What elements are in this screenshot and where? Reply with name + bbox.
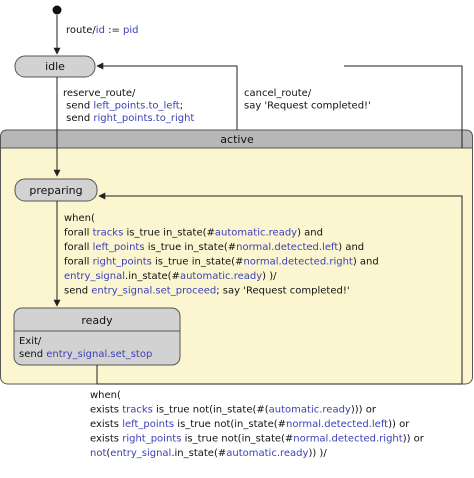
identifier-run: automatic.ready [226, 448, 308, 459]
keyword-run: )) )/ [308, 448, 327, 459]
keyword-run: ) and [338, 242, 364, 253]
keyword-run: )) or [403, 434, 425, 445]
preparing-state-name: preparing [29, 184, 82, 197]
keyword-run: send [19, 349, 46, 360]
identifier-run: entry_signal.set_proceed [91, 286, 216, 297]
keyword-run: .in_state(# [125, 271, 180, 282]
cancel-route-transition-label: cancel_route/say 'Request completed!' [244, 88, 371, 112]
ready-exit-label: Exit/ [19, 336, 42, 347]
keyword-run: is_true in_state(# [123, 228, 215, 239]
keyword-run: send [63, 101, 93, 112]
keyword-run: route/ [66, 25, 96, 36]
reserve-route-transition-label: reserve_route/ send left_points.to_left;… [63, 88, 194, 124]
identifier-run: automatic.ready [269, 405, 351, 416]
keyword-run: forall [64, 257, 93, 268]
identifier-run: pid [123, 25, 138, 36]
initial-transition-label: route/id := pid [66, 25, 139, 36]
identifier-run: normal.detected.left [286, 419, 388, 430]
keyword-run: is_true not(in_state(# [181, 434, 293, 445]
ready-state[interactable]: ready Exit/ send entry_signal.set_stop [13, 307, 181, 366]
keyword-run: ; [180, 101, 183, 112]
identifier-run: entry_signal.set_stop [46, 349, 152, 360]
stop-transition-arrow [96, 192, 463, 385]
keyword-run: forall [64, 242, 93, 253]
ready-exit-action: send entry_signal.set_stop [19, 349, 152, 360]
keyword-run: is_true not(in_state(#( [153, 405, 269, 416]
keyword-run: say 'Request completed!' [244, 101, 371, 112]
idle-state-name: idle [45, 60, 65, 73]
identifier-run: not [90, 448, 106, 459]
keyword-run: ( [106, 448, 110, 459]
identifier-run: id [96, 25, 105, 36]
preparing-state-box [14, 178, 98, 202]
identifier-run: left_points.to_left [93, 101, 179, 112]
identifier-run: normal.detected.left [236, 242, 338, 253]
keyword-run: send [64, 286, 91, 297]
identifier-run: normal.detected.right [293, 434, 402, 445]
keyword-run: when( [64, 213, 95, 224]
keyword-run: ) and [297, 228, 323, 239]
cancel-route-transition-arrow [96, 62, 238, 130]
ready-state-name: ready [81, 314, 113, 327]
keyword-run: is_true in_state(# [145, 242, 237, 253]
keyword-run: is_true in_state(# [152, 257, 244, 268]
active-outer-return-line [344, 65, 463, 148]
identifier-run: tracks [122, 405, 153, 416]
keyword-run: ; say 'Request completed!' [216, 286, 349, 297]
keyword-run: send [63, 113, 93, 124]
keyword-run: ))) or [351, 405, 377, 416]
keyword-run: exists [90, 419, 122, 430]
proceed-transition-label: when(forall tracks is_true in_state(#aut… [64, 213, 379, 297]
identifier-run: left_points [122, 419, 174, 430]
keyword-run: cancel_route/ [244, 88, 312, 99]
initial-pseudostate [52, 5, 62, 15]
keyword-run: := [105, 25, 123, 36]
identifier-run: tracks [93, 228, 124, 239]
idle-state-box [14, 55, 96, 78]
keyword-run: forall [64, 228, 93, 239]
keyword-run: exists [90, 405, 122, 416]
keyword-run: ) and [353, 257, 379, 268]
active-state-header [0, 129, 473, 149]
idle-state[interactable]: idle [14, 55, 96, 78]
identifier-run: left_points [93, 242, 145, 253]
identifier-run: normal.detected.right [243, 257, 352, 268]
identifier-run: entry_signal [64, 271, 125, 282]
keyword-run: when( [90, 390, 121, 401]
keyword-run: ) )/ [262, 271, 277, 282]
identifier-run: entry_signal [110, 448, 171, 459]
keyword-run: .in_state(# [171, 448, 226, 459]
identifier-run: automatic.ready [180, 271, 262, 282]
keyword-run: is_true not(in_state(# [174, 419, 286, 430]
identifier-run: right_points [122, 434, 181, 445]
keyword-run: reserve_route/ [63, 88, 136, 99]
identifier-run: right_points [93, 257, 152, 268]
identifier-run: right_points.to_right [93, 113, 194, 124]
identifier-run: automatic.ready [215, 228, 297, 239]
keyword-run: exists [90, 434, 122, 445]
keyword-run: )) or [388, 419, 410, 430]
stop-transition-label: when( exists tracks is_true not(in_state(… [90, 390, 425, 459]
preparing-state[interactable]: preparing [14, 178, 98, 202]
active-state-name: active [220, 133, 254, 146]
